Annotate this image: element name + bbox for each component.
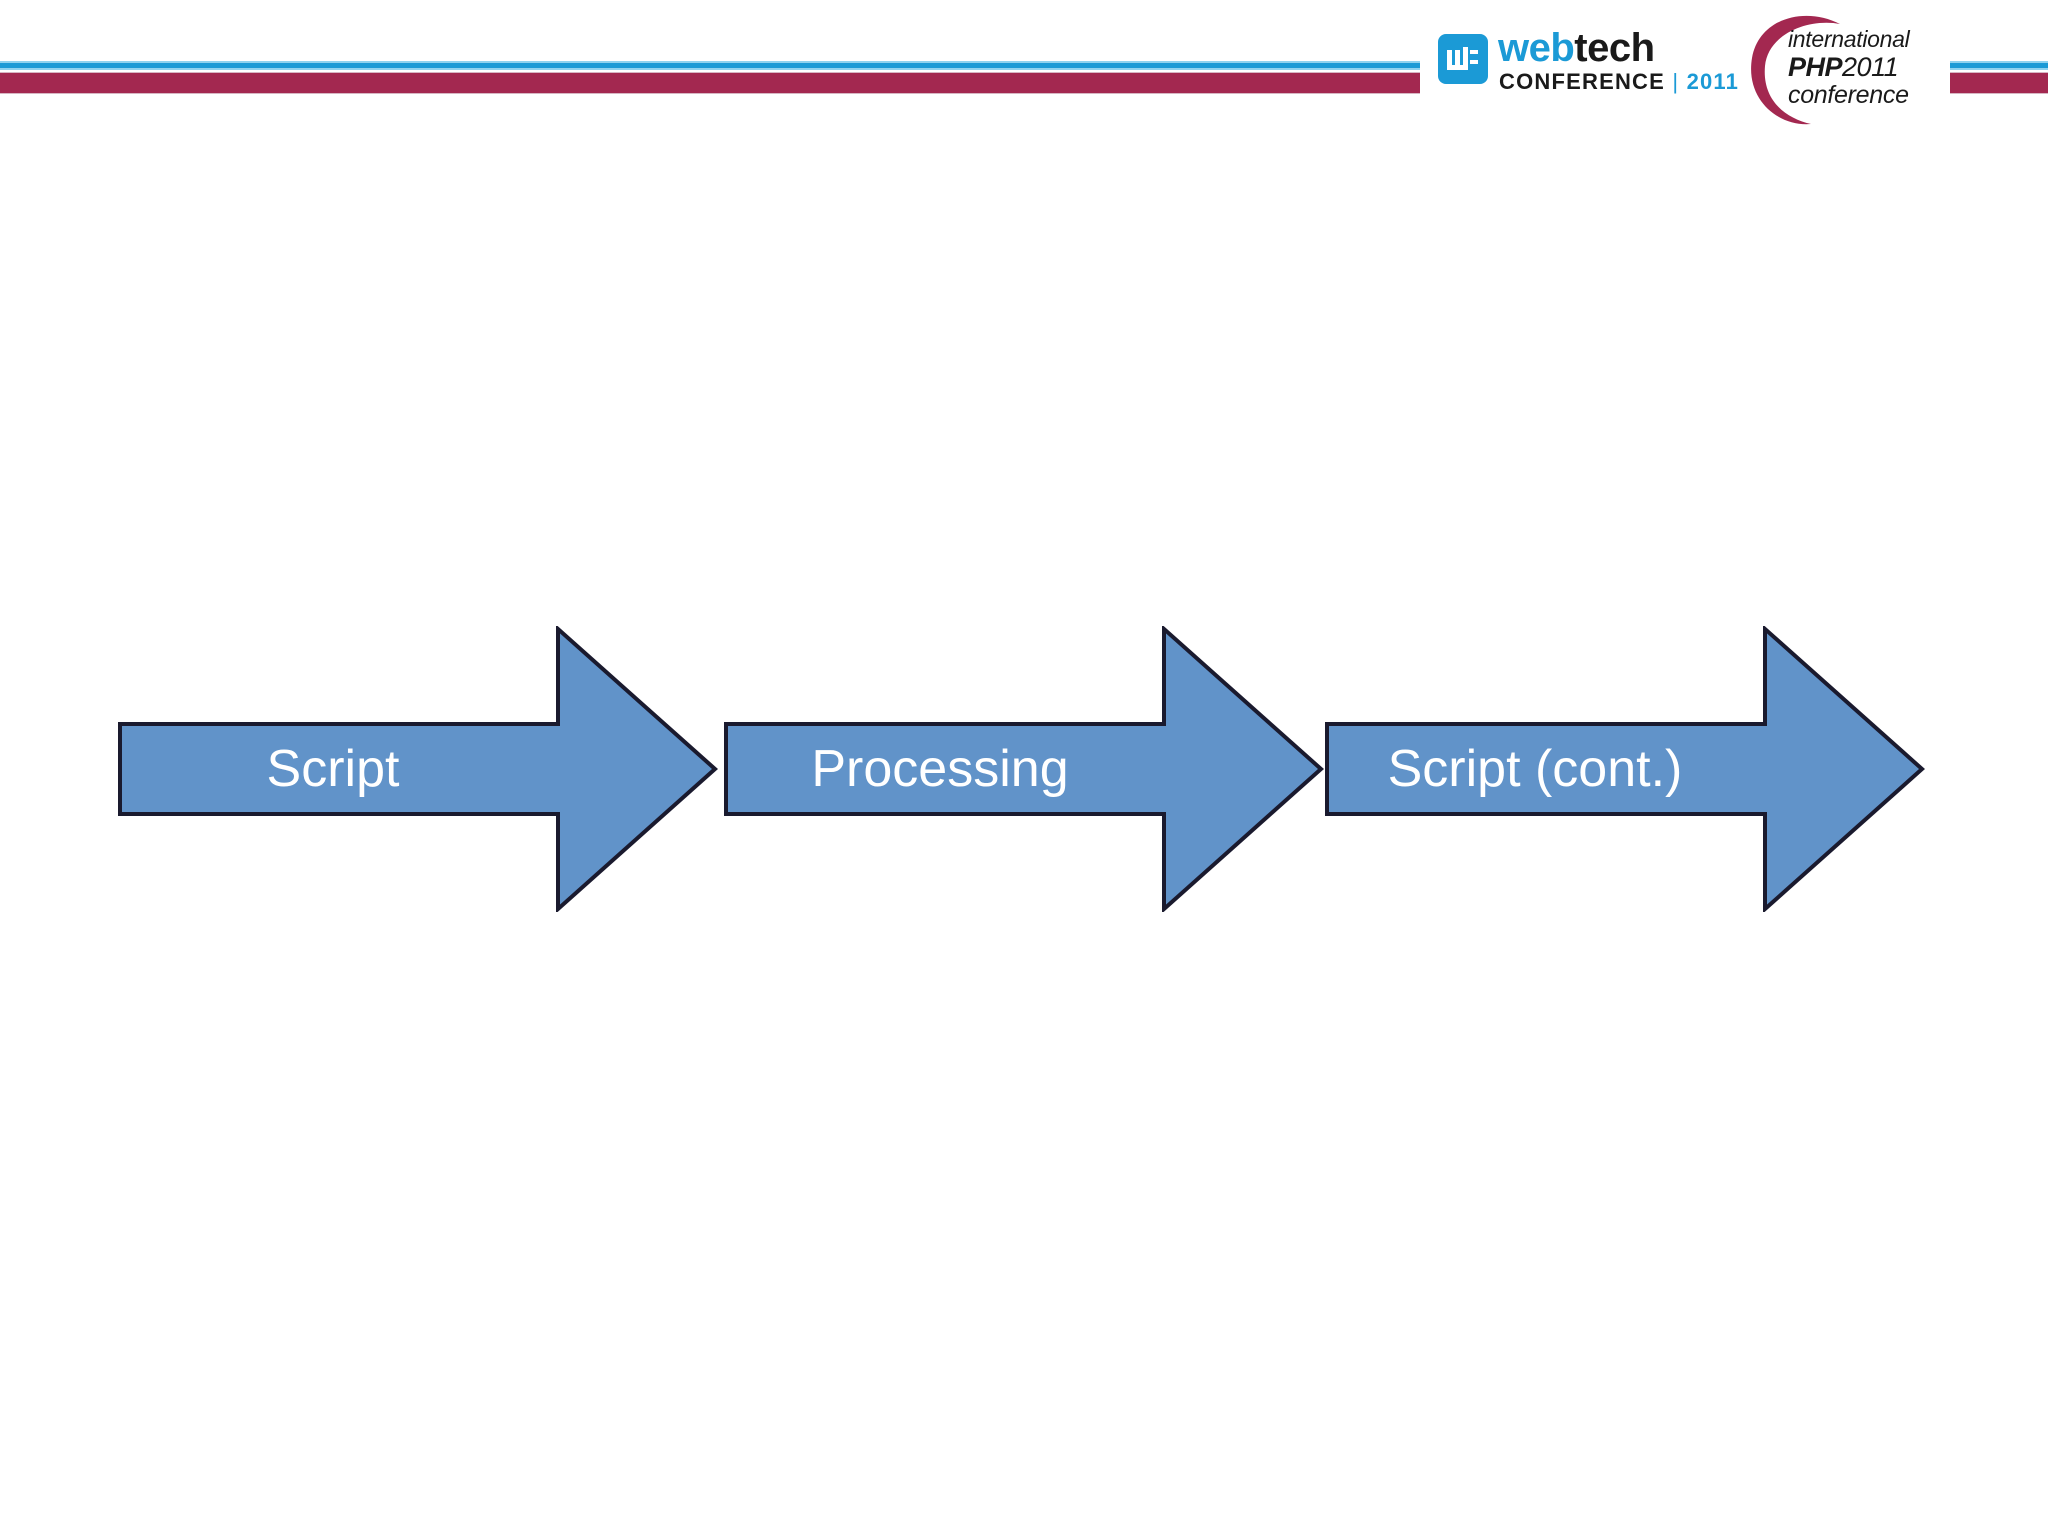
webtech-glyph-icon — [1446, 47, 1480, 73]
webtech-wordmark: webtech — [1498, 26, 1655, 70]
php-conference-logo: international PHP2011 conference — [1745, 8, 1945, 128]
webtech-subtitle: CONFERENCE | 2011 — [1499, 70, 1739, 94]
arrow-step-script-cont[interactable]: Script (cont.) — [1325, 624, 1926, 914]
logo-backdrop — [1420, 0, 1950, 130]
php-swoosh-icon — [1751, 15, 1840, 125]
arrow-step-processing[interactable]: Processing — [724, 624, 1325, 914]
webtech-word-tech: tech — [1574, 26, 1655, 70]
webtech-mark-icon — [1438, 34, 1488, 84]
php-logo-line-php-year: PHP2011 — [1788, 54, 1953, 81]
php-logo-line-international: international — [1788, 26, 1910, 52]
php-logo-text: international PHP2011 conference — [1788, 28, 1953, 108]
arrow-shape-icon — [1325, 624, 1926, 914]
php-logo-line-conference: conference — [1788, 81, 1909, 109]
arrow-shape-icon — [724, 624, 1325, 914]
webtech-word-web: web — [1498, 26, 1575, 70]
webtech-conference-logo: webtech CONFERENCE | 2011 — [1438, 26, 1738, 98]
header-blue-rule — [0, 61, 2048, 70]
arrow-step-script[interactable]: Script — [118, 624, 719, 914]
webtech-subtitle-year: 2011 — [1686, 69, 1740, 94]
header-band: webtech CONFERENCE | 2011 international … — [0, 0, 2048, 130]
php-logo-year: 2011 — [1842, 52, 1899, 82]
php-logo-php: PHP — [1788, 52, 1843, 82]
webtech-subtitle-separator: | — [1672, 69, 1680, 94]
webtech-subtitle-text: CONFERENCE — [1499, 69, 1666, 94]
arrow-shape-icon — [118, 624, 719, 914]
